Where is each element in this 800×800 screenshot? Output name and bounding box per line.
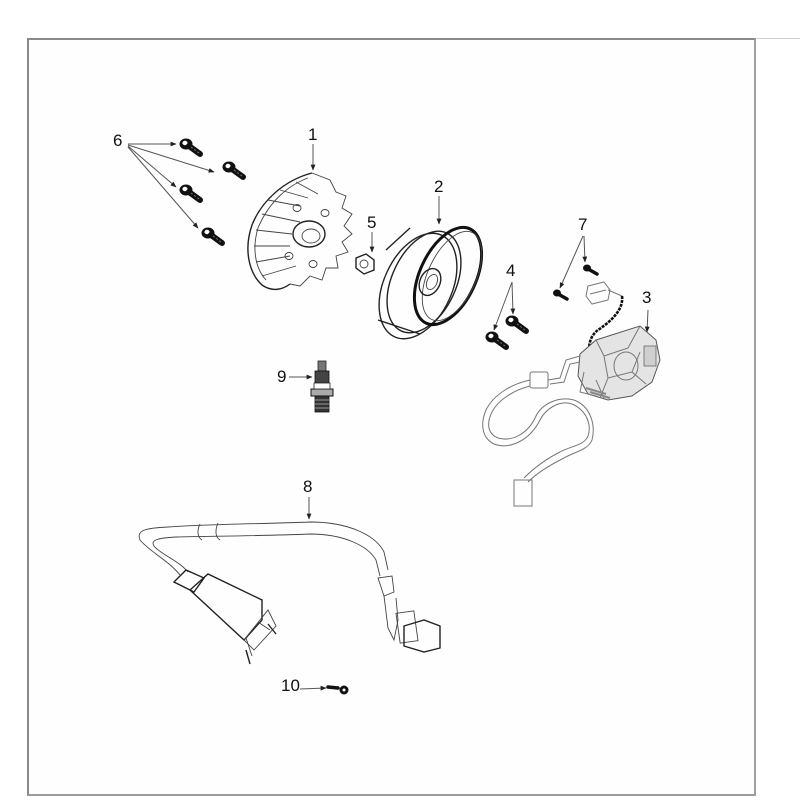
callout-2: 2 <box>434 177 443 196</box>
diagram-frame <box>27 38 756 796</box>
callout-4: 4 <box>506 261 515 280</box>
part-9-spark-plug[interactable]: 9 <box>277 360 334 413</box>
part-1-flywheel-fan[interactable]: 1 <box>247 125 353 291</box>
callout-8: 8 <box>303 477 312 496</box>
part-3-stator[interactable]: 3 <box>482 281 661 507</box>
callout-3: 3 <box>642 288 651 307</box>
part-8-ignition-coil[interactable]: 8 <box>138 477 441 665</box>
part-4-bolts[interactable]: 4 <box>486 261 527 347</box>
callout-6: 6 <box>113 131 122 150</box>
part-6-bolts[interactable]: 6 <box>113 131 243 243</box>
callout-1: 1 <box>308 125 317 144</box>
part-7-screws[interactable]: 7 <box>551 215 599 301</box>
frame-divider-line <box>757 38 800 39</box>
part-10-screw[interactable]: 10 <box>281 676 349 695</box>
callout-9: 9 <box>277 367 286 386</box>
callout-5: 5 <box>367 213 376 232</box>
callout-10: 10 <box>281 676 300 695</box>
part-5-nut[interactable]: 5 <box>355 213 376 275</box>
callout-7: 7 <box>578 215 587 234</box>
part-2-flywheel-rotor[interactable]: 2 <box>364 177 496 351</box>
